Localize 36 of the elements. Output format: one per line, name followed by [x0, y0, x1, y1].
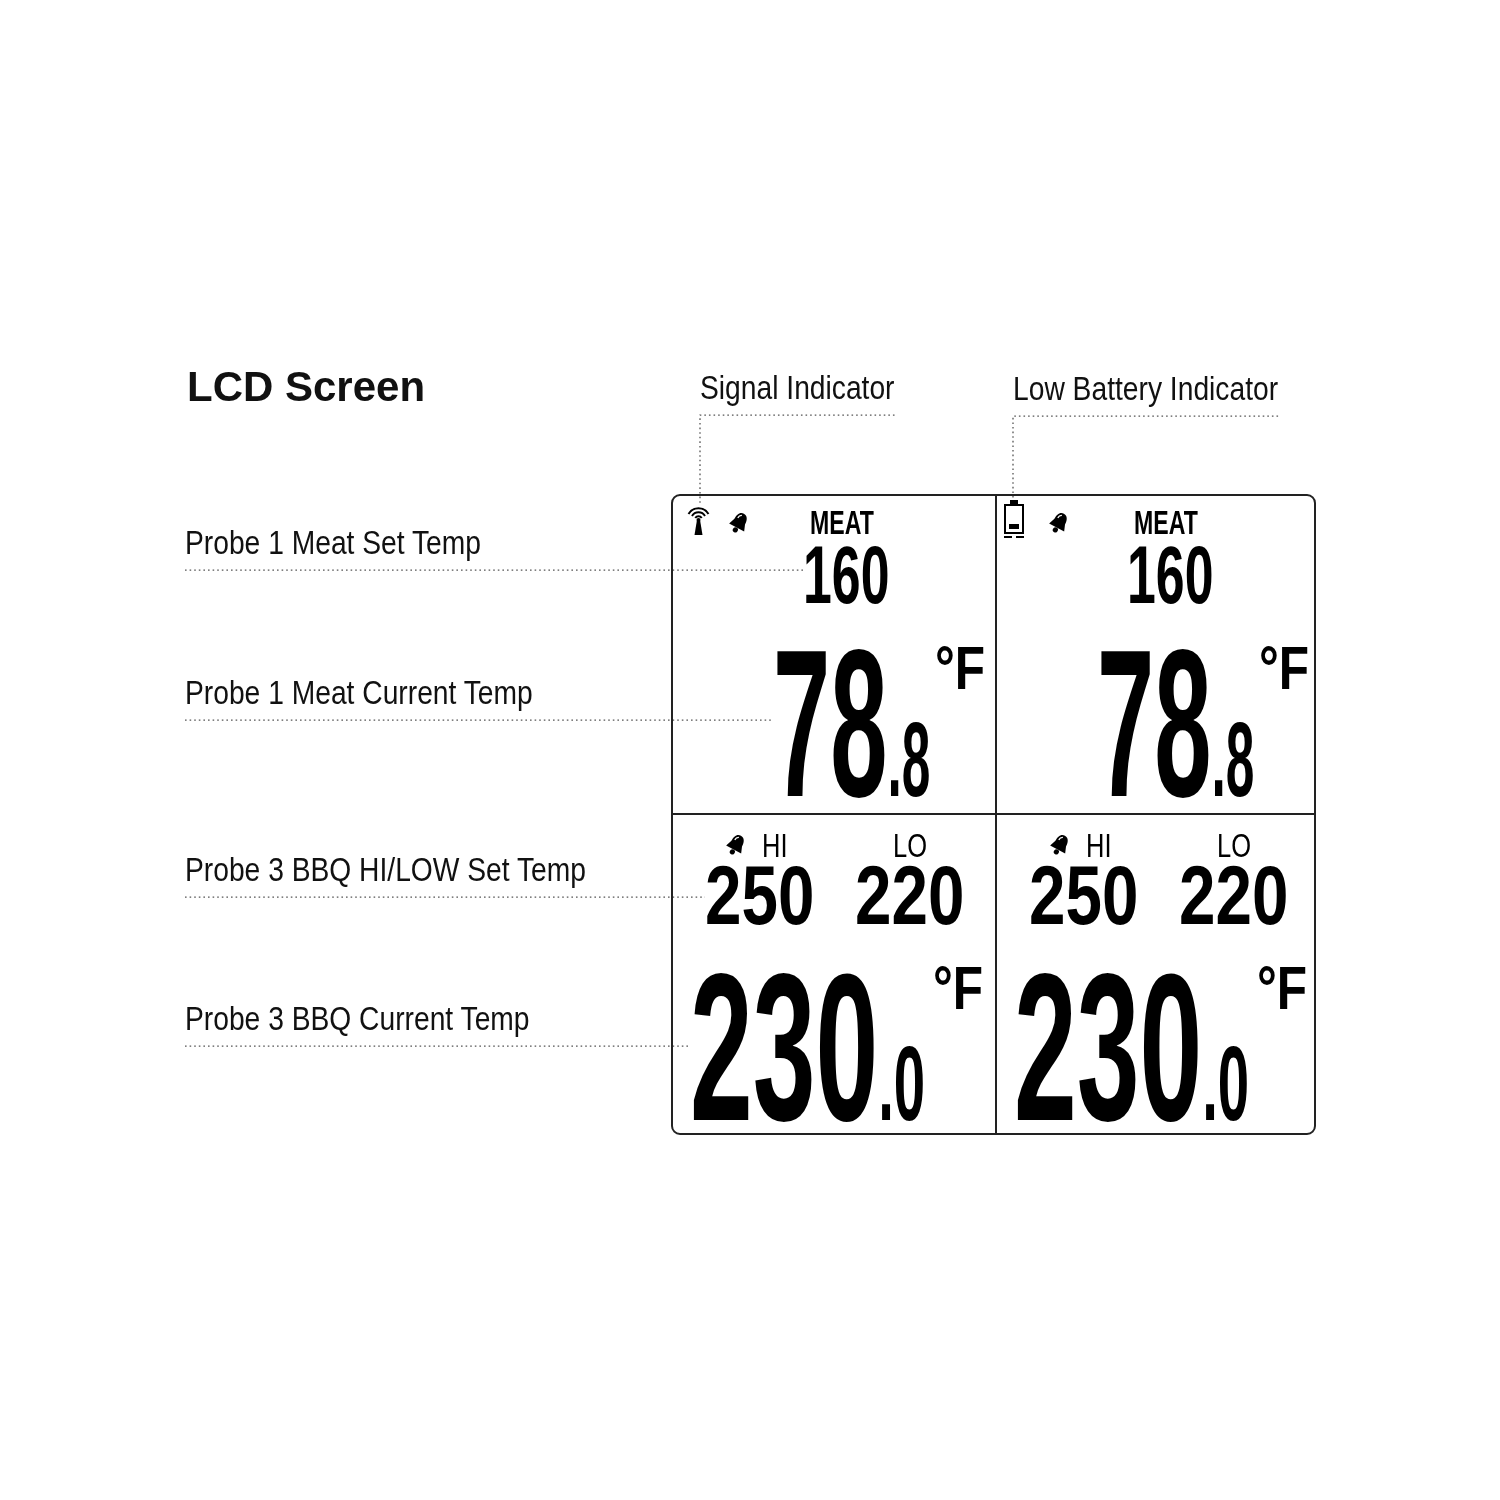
callout-label: Probe 3 BBQ HI/LOW Set Temp	[185, 850, 586, 898]
set-temperature-readout: 250	[1029, 862, 1139, 930]
limit-label: LO	[893, 831, 927, 860]
signal-icon	[685, 505, 712, 535]
set-temperature-readout: 160	[1127, 542, 1214, 608]
display-panel	[673, 496, 997, 815]
lcd-screen	[671, 494, 1316, 1135]
leader-line	[699, 414, 896, 506]
battery-icon	[1003, 500, 1025, 538]
set-temperature-readout: 220	[855, 862, 965, 930]
probe-label: MEAT	[810, 508, 874, 537]
current-temperature-readout: 230.0	[1014, 963, 1250, 1132]
unit-label: °F	[933, 963, 984, 1013]
limit-label: LO	[1217, 831, 1251, 860]
unit-label: °F	[935, 643, 986, 693]
current-temperature-readout: 78.8	[773, 639, 931, 808]
leader-line	[1012, 415, 1279, 501]
unit-label: °F	[1257, 963, 1308, 1013]
callout-label: Signal Indicator	[700, 368, 895, 416]
callout-label: Probe 3 BBQ Current Temp	[185, 999, 530, 1047]
unit-label: °F	[1259, 643, 1310, 693]
probe-label: MEAT	[1134, 508, 1198, 537]
current-temperature-readout: 230.0	[690, 963, 926, 1132]
set-temperature-readout: 160	[803, 542, 890, 608]
leader-line	[184, 569, 804, 571]
callout-label: Probe 1 Meat Set Temp	[185, 523, 481, 571]
set-temperature-readout: 220	[1179, 862, 1289, 930]
limit-label: HI	[1086, 831, 1112, 860]
leader-line	[184, 719, 774, 721]
callout-label: Probe 1 Meat Current Temp	[185, 673, 533, 721]
current-temperature-readout: 78.8	[1097, 639, 1255, 808]
callout-label: Low Battery Indicator	[1013, 369, 1279, 417]
limit-label: HI	[762, 831, 788, 860]
set-temperature-readout: 250	[705, 862, 815, 930]
leader-line	[184, 1045, 691, 1047]
diagram-title: LCD Screen	[187, 363, 426, 412]
